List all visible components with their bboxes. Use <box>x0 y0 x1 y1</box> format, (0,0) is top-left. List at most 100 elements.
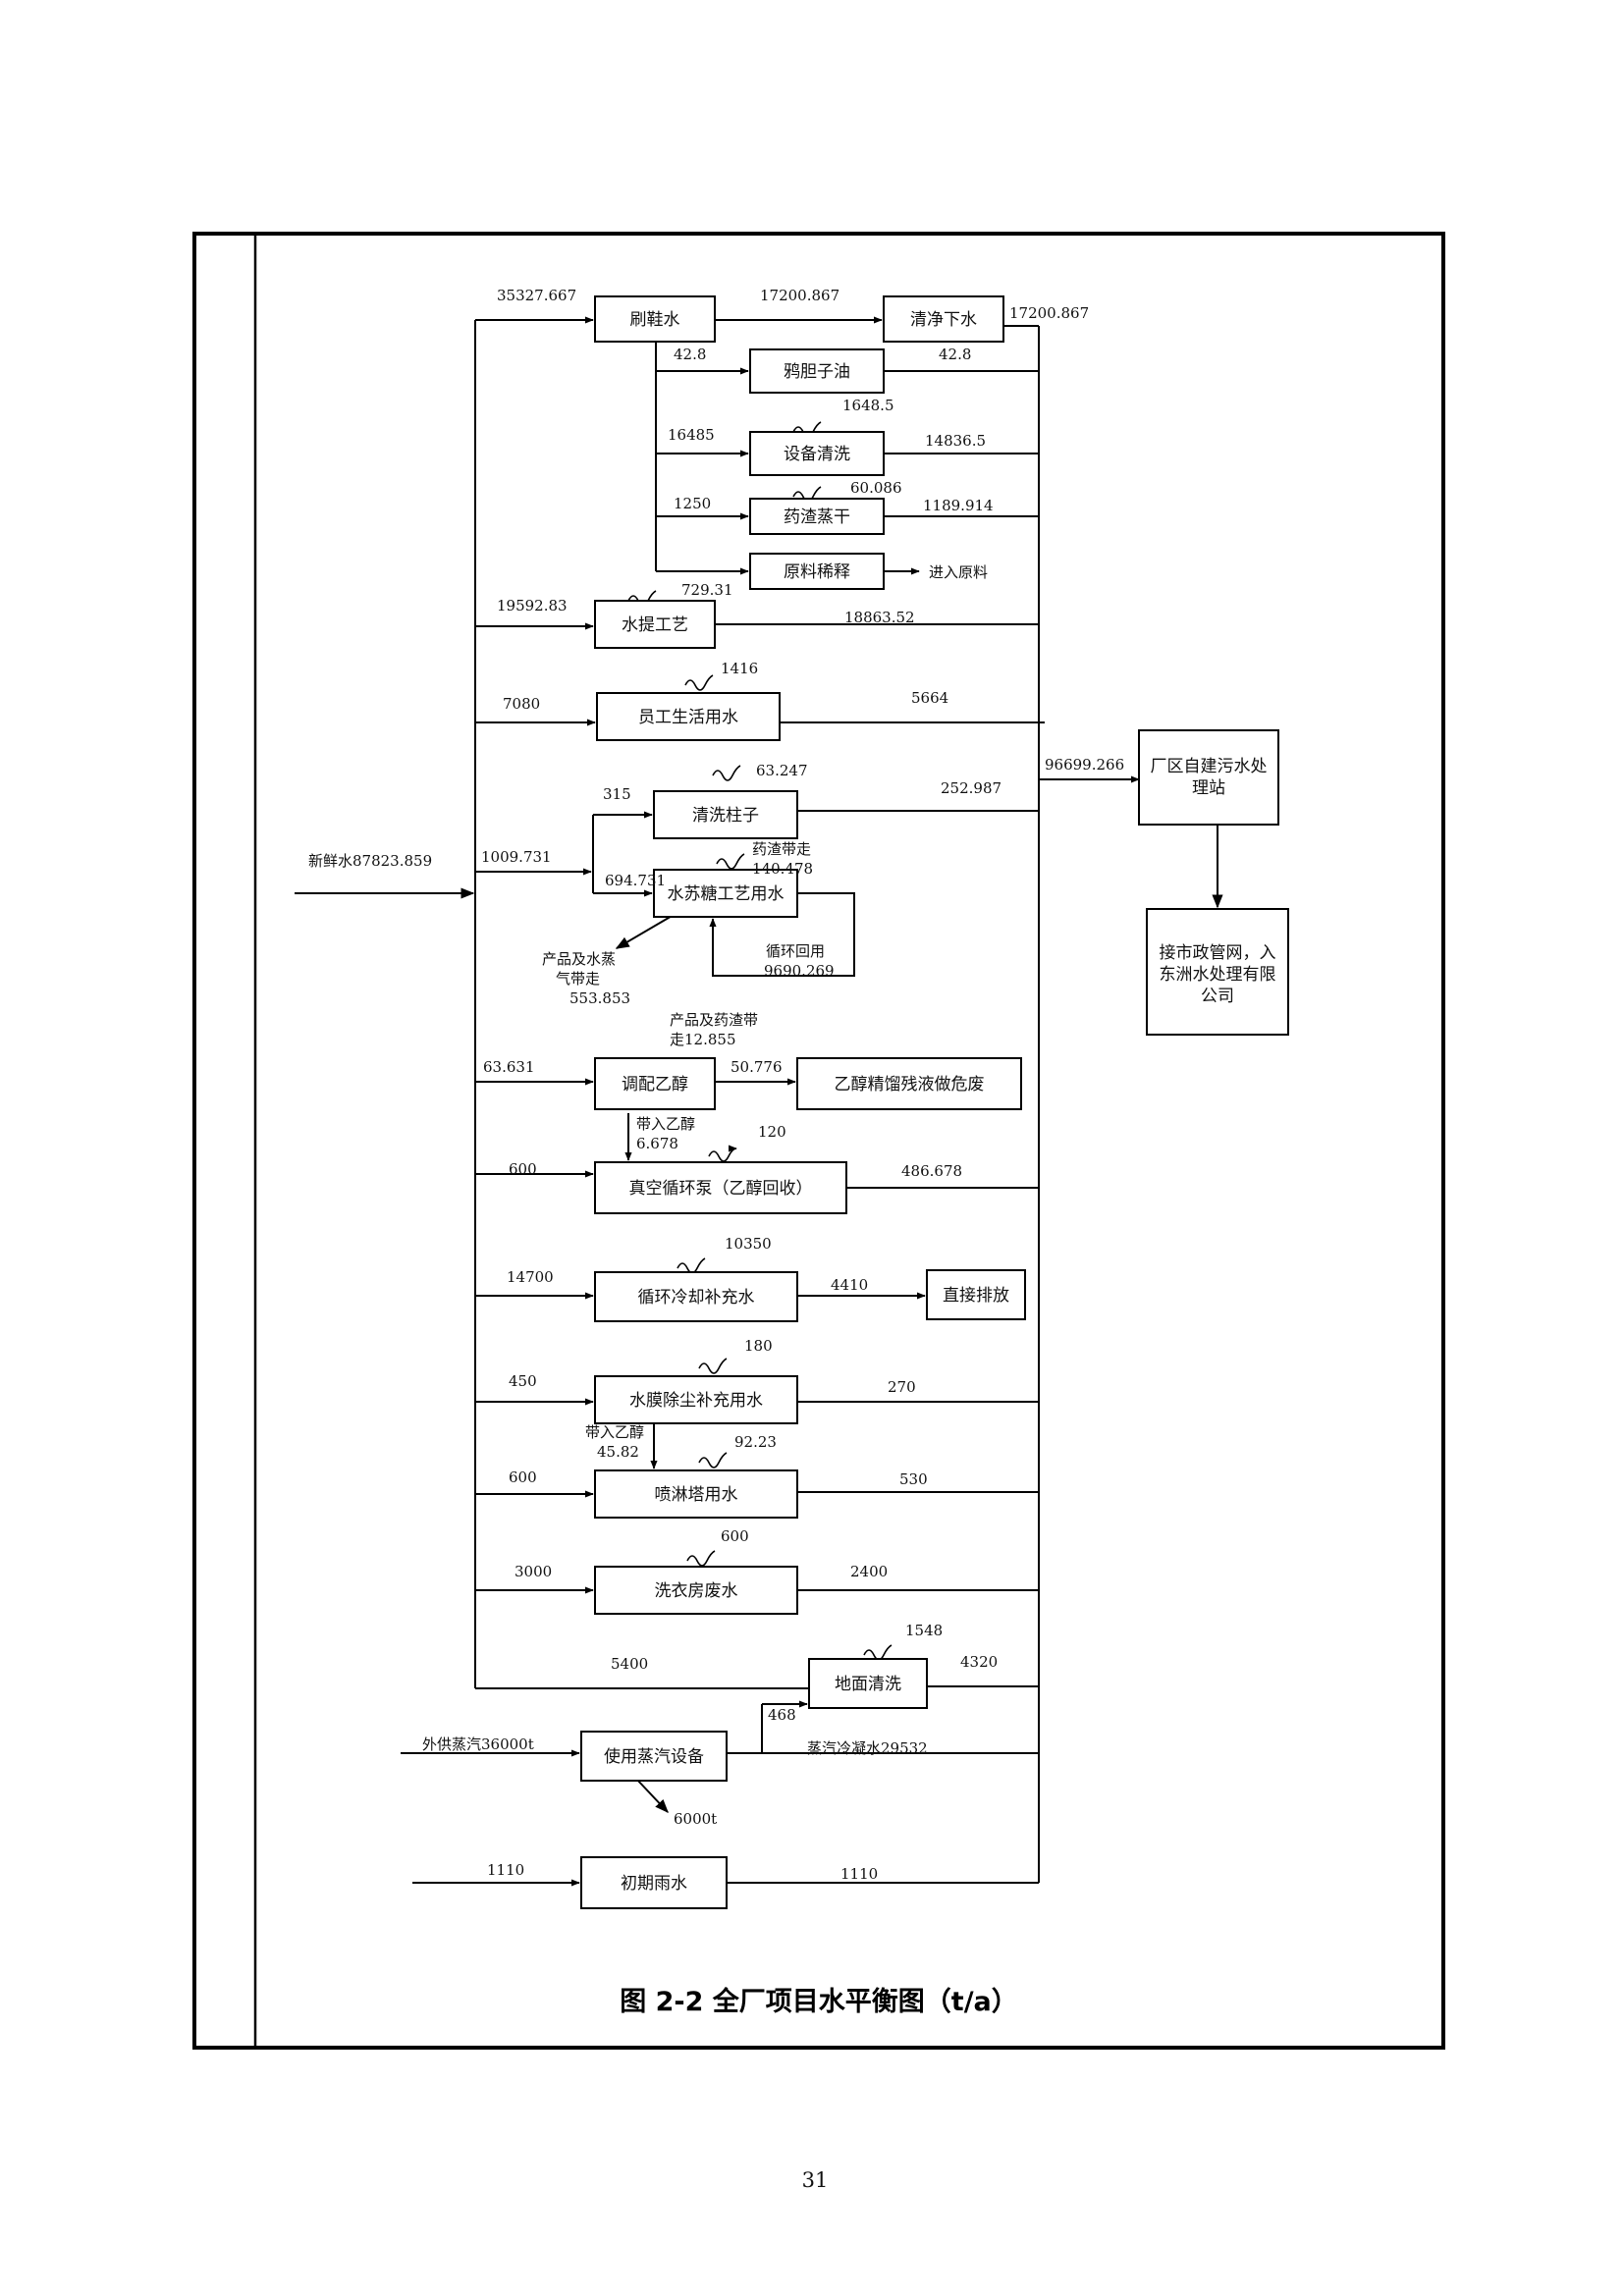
box-text-shuimo: 水膜除尘补充用水 <box>629 1391 763 1411</box>
label-18863: 18863.52 <box>844 609 915 626</box>
box-text-shuisu: 水苏糖工艺用水 <box>668 884 785 904</box>
label-1250: 1250 <box>674 495 711 512</box>
box-xiyi <box>594 1566 798 1615</box>
label-dairu-yc-1: 带入乙醇 <box>636 1115 695 1133</box>
box-qingxi-zhu <box>653 790 798 839</box>
label-chanpin-3: 553.853 <box>569 989 630 1007</box>
box-chuqi <box>580 1856 728 1909</box>
label-19592: 19592.83 <box>497 597 568 614</box>
box-text-wushui-1: 厂区自建污水处 <box>1151 757 1268 776</box>
label-7080: 7080 <box>503 695 540 713</box>
label-468: 468 <box>768 1706 796 1724</box>
box-text-penlin: 喷淋塔用水 <box>655 1485 738 1505</box>
label-10350: 10350 <box>725 1235 772 1253</box>
label-2400: 2400 <box>850 1563 888 1580</box>
box-text-qingjing: 清净下水 <box>910 310 977 330</box>
box-dimian <box>808 1658 928 1709</box>
box-text-zhijie: 直接排放 <box>943 1286 1009 1306</box>
box-text-yuanliao: 原料稀释 <box>784 562 850 582</box>
label-729: 729.31 <box>681 581 733 599</box>
box-shizheng <box>1146 908 1289 1036</box>
label-120: 120 <box>758 1123 786 1141</box>
label-42-8-b: 42.8 <box>939 346 971 363</box>
box-xunhuan <box>594 1271 798 1322</box>
label-96699: 96699.266 <box>1045 756 1124 774</box>
page-number: 31 <box>802 2168 829 2192</box>
label-450: 450 <box>509 1372 537 1390</box>
box-zhengqi-shebei <box>580 1731 728 1782</box>
label-dairu-yc2-1: 带入乙醇 <box>585 1423 644 1441</box>
figure-caption: 图 2-2 全厂项目水平衡图（t/a） <box>620 1986 1018 2017</box>
box-penlin <box>594 1469 798 1519</box>
label-1548: 1548 <box>905 1622 943 1639</box>
label-486: 486.678 <box>901 1162 962 1180</box>
box-text-xunhuan: 循环冷却补充水 <box>638 1288 755 1308</box>
label-1648: 1648.5 <box>842 397 894 414</box>
box-wushui <box>1138 729 1279 826</box>
label-50-776: 50.776 <box>731 1058 783 1076</box>
box-shuaxie <box>594 295 716 343</box>
label-14700: 14700 <box>507 1268 554 1286</box>
box-text-zhenkong: 真空循环泵（乙醇回收） <box>629 1179 813 1199</box>
box-shebei <box>749 431 885 476</box>
label-17200-b: 17200.867 <box>1009 304 1089 322</box>
box-qingjing <box>883 295 1004 343</box>
box-text-shizheng-3: 公司 <box>1201 987 1234 1006</box>
box-yadan <box>749 348 885 394</box>
box-text-dimian: 地面清洗 <box>835 1675 901 1694</box>
label-xunhuan-huiyong-2: 9690.269 <box>764 962 835 980</box>
label-60-086: 60.086 <box>850 479 902 497</box>
label-chanpin-2: 气带走 <box>556 970 600 988</box>
page-frame <box>192 232 1445 2050</box>
box-text-yaozha: 药渣蒸干 <box>784 507 850 527</box>
label-4410: 4410 <box>831 1276 868 1294</box>
label-xunhuan-huiyong-1: 循环回用 <box>766 942 825 960</box>
label-waigong: 外供蒸汽36000t <box>422 1735 534 1753</box>
label-694: 694.731 <box>605 872 666 889</box>
label-42-8-a: 42.8 <box>674 346 706 363</box>
label-600-c: 600 <box>721 1527 749 1545</box>
box-text-yichun-jingliu: 乙醇精馏残液做危废 <box>835 1075 985 1095</box>
label-1110-b: 1110 <box>840 1865 878 1883</box>
label-dairu-yc2-2: 45.82 <box>597 1443 639 1461</box>
label-1110-a: 1110 <box>487 1861 524 1879</box>
label-35327: 35327.667 <box>497 287 576 304</box>
box-shuisu <box>653 869 798 918</box>
label-yaozha-dai-2: 140.478 <box>752 860 813 878</box>
label-4320: 4320 <box>960 1653 998 1671</box>
box-yaozha <box>749 498 885 535</box>
box-text-tiaopei: 调配乙醇 <box>622 1075 688 1095</box>
label-63-247: 63.247 <box>756 762 808 779</box>
label-14836: 14836.5 <box>925 432 986 450</box>
box-text-yadan: 鸦胆子油 <box>784 362 850 382</box>
label-5400: 5400 <box>611 1655 648 1673</box>
label-1189: 1189.914 <box>923 497 994 514</box>
label-180: 180 <box>744 1337 773 1355</box>
label-1009: 1009.731 <box>481 848 552 866</box>
box-text-zhengqi-shebei: 使用蒸汽设备 <box>604 1746 704 1767</box>
label-3000: 3000 <box>514 1563 552 1580</box>
label-315: 315 <box>603 785 631 803</box>
label-fresh-water: 新鲜水87823.859 <box>308 852 432 870</box>
box-text-yuangong: 员工生活用水 <box>638 708 738 727</box>
label-6000t: 6000t <box>674 1810 717 1828</box>
label-600-b: 600 <box>509 1468 537 1486</box>
box-shuiti <box>594 600 716 649</box>
box-yuangong <box>596 692 781 741</box>
box-text-shebei: 设备清洗 <box>784 445 850 464</box>
box-text-shuiti: 水提工艺 <box>622 615 688 635</box>
box-text-wushui-2: 理站 <box>1192 778 1225 798</box>
label-600-a: 600 <box>509 1160 537 1178</box>
box-yichun-jingliu <box>796 1057 1022 1110</box>
label-chanpin-yz-1: 产品及药渣带 <box>670 1011 758 1029</box>
box-text-xiyi: 洗衣房废水 <box>655 1581 738 1601</box>
box-text-shizheng-2: 东洲水处理有限 <box>1160 965 1276 985</box>
label-92-23: 92.23 <box>734 1433 777 1451</box>
label-5664: 5664 <box>911 689 948 707</box>
label-17200-a: 17200.867 <box>760 287 839 304</box>
box-text-shizheng-1: 接市政管网，入 <box>1160 943 1276 963</box>
label-yaozha-dai-1: 药渣带走 <box>752 840 811 858</box>
label-530: 530 <box>899 1470 928 1488</box>
box-shuimo <box>594 1375 798 1424</box>
